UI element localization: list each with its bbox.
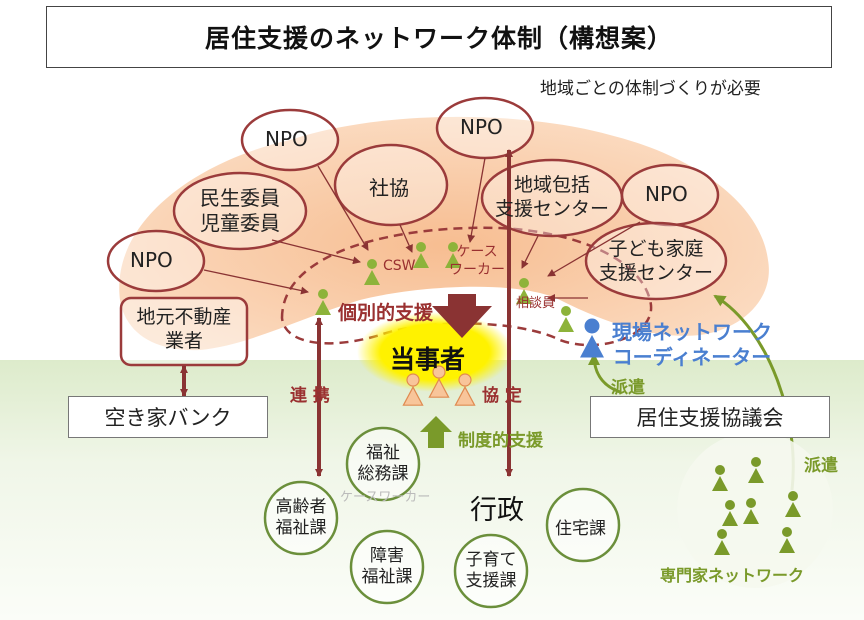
npo-top-left-label: NPO [265, 127, 308, 151]
soudanin-person-icon [516, 278, 532, 304]
expert-person-icon-2 [748, 457, 764, 483]
shogai-label: 障害 福祉課 [351, 546, 423, 589]
jutaku-label: 住宅課 [555, 519, 606, 539]
tojisha-label: 当事者 [390, 345, 466, 374]
koreisha-line1: 高齢者 [275, 497, 327, 517]
kosodate-line2: 支援課 [465, 571, 517, 592]
chiiki-label-line1: 地域包括 [513, 174, 590, 196]
chiiki-label-line2: 支援センター [494, 197, 609, 220]
institutional-support-label: 制度的支援 [458, 431, 543, 451]
expert-person-icon-7 [779, 527, 795, 553]
coordinator-person-icon [580, 318, 604, 358]
dispatch-left-label: 派遣 [611, 378, 645, 398]
gyosei-label: 行政 [470, 495, 524, 526]
npo-right-bubble [620, 163, 720, 227]
minsei-label-line2: 児童委員 [200, 211, 280, 235]
tojisha-glow [357, 312, 513, 392]
expert-person-icon-1 [712, 465, 728, 491]
expert-network-label: 専門家ネットワーク [660, 566, 805, 585]
csw-label: CSW [383, 258, 416, 274]
soudanin-label: 相談員 [516, 296, 556, 311]
fukushi-somu-line2: 総務課 [357, 464, 409, 485]
akiya-bank-box: 空き家バンク [68, 396, 268, 438]
fudosan-label-line2: 業者 [164, 329, 203, 352]
tojisha-person-icon-1 [402, 373, 424, 406]
fudosan-label-line1: 地元不動産 [136, 306, 232, 328]
kodomo-label-line2: 支援センター [598, 261, 713, 284]
case-worker-small-label: ケースワーカー [340, 490, 431, 505]
npo-top-center-label: NPO [460, 115, 503, 139]
fukushi-somu-line1: 福祉 [366, 443, 400, 463]
kodomo-person-icon [558, 306, 574, 332]
renkei-person-icon [315, 289, 331, 315]
koreisha-circle [263, 480, 339, 556]
individual-support-down-arrow [432, 294, 492, 338]
expert-person-icon-4 [743, 498, 759, 524]
institutional-support-up-arrow [420, 416, 452, 448]
npo-top-left-bubble [240, 108, 340, 172]
title-box: 居住支援のネットワーク体制（構想案） [46, 6, 832, 68]
note-text: 地域ごとの体制づくりが必要 [540, 79, 761, 99]
case-worker-person-icon-2 [445, 242, 461, 268]
renkei-label: 連 携 [290, 386, 330, 406]
individual-support-boundary [280, 226, 653, 347]
minsei-label-line1: 民生委員 [200, 186, 280, 210]
kyotei-label: 協 定 [482, 386, 522, 406]
fukushi-somu-circle [345, 426, 421, 502]
coordinator-label-line2: コーディネーター [612, 345, 772, 369]
akiya-bank-label: 空き家バンク [104, 406, 232, 430]
case-worker-label-line1: ケース [456, 244, 498, 260]
expert-person-icon-3 [722, 500, 738, 526]
shakyo-label: 社協 [369, 176, 409, 200]
kyogikai-label: 居住支援協議会 [636, 406, 784, 430]
koreisha-label: 高齢者 福祉課 [265, 497, 337, 540]
kodomo-label: 子ども家庭 支援センター [590, 238, 722, 286]
coordinator-label-line1: 現場ネットワーク [612, 320, 772, 344]
expert-person-icon-6 [714, 529, 730, 555]
kosodate-label: 子育て 支援課 [455, 550, 527, 593]
fukushi-somu-label: 福祉 総務課 [347, 443, 419, 486]
kyogikai-box: 居住支援協議会 [590, 396, 830, 438]
minsei-label: 民生委員 児童委員 [192, 186, 288, 236]
fudosan-label: 地元不動産 業者 [121, 306, 247, 354]
shogai-circle [349, 529, 425, 605]
expert-person-icon-5 [785, 491, 801, 517]
kosodate-line1: 子育て [465, 550, 517, 570]
dispatch-right-label: 派遣 [804, 456, 838, 476]
coordinator-label: 現場ネットワーク コーディネーター [612, 320, 772, 370]
npo-right-label: NPO [645, 182, 688, 206]
minsei-bubble [172, 171, 308, 251]
tojisha-person-icon-3 [454, 373, 476, 406]
kodomo-bubble [584, 221, 728, 301]
individual-support-label: 個別的支援 [338, 302, 434, 324]
kosodate-circle [453, 533, 529, 609]
csw-person-icon [364, 259, 380, 285]
shogai-line2: 福祉課 [361, 567, 413, 588]
kodomo-label-line1: 子ども家庭 [608, 238, 704, 260]
diagram-title: 居住支援のネットワーク体制（構想案） [204, 24, 673, 53]
case-worker-person-icon-1 [413, 242, 429, 268]
koreisha-line2: 福祉課 [275, 518, 327, 539]
shakyo-bubble [333, 143, 449, 227]
tojisha-person-icon-2 [428, 365, 450, 398]
case-worker-label: ケース ワーカー [446, 244, 508, 279]
case-worker-label-line2: ワーカー [449, 261, 505, 278]
npo-left-bubble [106, 229, 206, 293]
jutaku-circle [545, 487, 621, 563]
npo-left-label: NPO [130, 248, 173, 272]
shogai-line1: 障害 [370, 546, 404, 566]
chiiki-label: 地域包括 支援センター [486, 174, 618, 222]
